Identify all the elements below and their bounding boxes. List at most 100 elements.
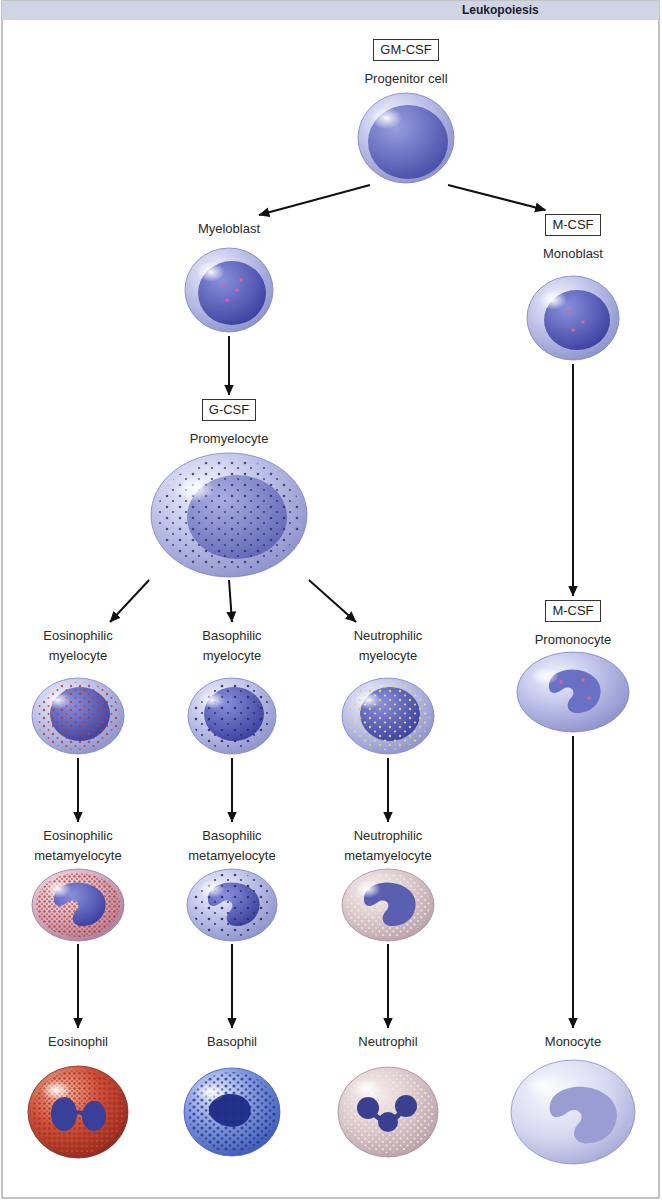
cell-label: Eosinophilic myelocyte bbox=[22, 626, 134, 666]
cell-body bbox=[338, 1067, 438, 1157]
cell-highlight bbox=[45, 880, 71, 898]
cell-highlight bbox=[199, 880, 225, 898]
arrow-connector bbox=[228, 336, 230, 395]
cell-nucleus bbox=[368, 105, 448, 179]
cell-body bbox=[342, 678, 434, 754]
cell-label: Progenitor cell bbox=[364, 69, 447, 89]
cell-stage: Basophil bbox=[168, 1028, 296, 1162]
arrow-connector bbox=[572, 736, 574, 1028]
arrow-connector bbox=[110, 580, 149, 622]
arrow-connector bbox=[77, 944, 79, 1028]
cell-stage: G-CSFPromyelocyte bbox=[144, 395, 314, 580]
cell-highlight bbox=[370, 107, 402, 129]
header-band bbox=[2, 1, 659, 20]
arrow-connector bbox=[231, 944, 233, 1028]
nucleolus bbox=[581, 678, 585, 682]
cell-highlight bbox=[355, 691, 381, 709]
cell-nucleus bbox=[378, 1112, 398, 1132]
cell-label: Neutrophilic myelocyte bbox=[332, 626, 444, 666]
arrow-connector bbox=[448, 185, 546, 210]
cell-stage: Eosinophilic myelocyte bbox=[14, 622, 142, 758]
cell-body bbox=[185, 248, 273, 332]
cell-nucleus bbox=[395, 1095, 417, 1117]
cell-body bbox=[28, 1066, 128, 1158]
cell-highlight bbox=[175, 476, 215, 502]
granules bbox=[36, 682, 120, 750]
cell-body bbox=[151, 453, 307, 577]
nucleolus bbox=[559, 680, 563, 684]
cell-highlight bbox=[351, 1078, 381, 1098]
cell-label: Myeloblast bbox=[198, 219, 260, 239]
cell-stage: M-CSF Monoblast bbox=[518, 210, 628, 364]
cell-label: Promyelocyte bbox=[190, 429, 269, 449]
cell-nucleus bbox=[51, 1097, 77, 1131]
cell-nucleus bbox=[550, 1087, 617, 1144]
cell-body bbox=[188, 678, 276, 754]
arrow-connector bbox=[231, 758, 233, 822]
cell-label: Basophilic metamyelocyte bbox=[176, 826, 288, 866]
nucleolus bbox=[239, 278, 243, 282]
cell-highlight bbox=[195, 1082, 225, 1102]
cell-body bbox=[511, 1060, 635, 1164]
cell-label: Neutrophilic metamyelocyte bbox=[332, 826, 444, 866]
arrow-connector bbox=[309, 580, 356, 622]
growth-factor-box: M-CSF bbox=[545, 214, 600, 236]
cell-label: Basophil bbox=[207, 1032, 257, 1052]
cell-label: Eosinophilic metamyelocyte bbox=[22, 826, 134, 866]
cell-label: Neutrophil bbox=[358, 1032, 417, 1052]
nucleolus bbox=[571, 328, 575, 332]
cell-stage: Basophilic myelocyte bbox=[168, 622, 296, 758]
nucleolus bbox=[235, 288, 239, 292]
cell-stage: Eosinophilic metamyelocyte bbox=[14, 822, 142, 944]
nucleolus bbox=[587, 696, 591, 700]
cell-body bbox=[187, 869, 277, 941]
nucleolus bbox=[567, 310, 571, 314]
cell-body bbox=[358, 93, 454, 183]
cell-nucleus bbox=[82, 1101, 106, 1131]
granules bbox=[188, 1072, 276, 1152]
cell-body bbox=[32, 869, 124, 941]
cell-label: Eosinophil bbox=[48, 1032, 108, 1052]
cell-stage: Neutrophilic myelocyte bbox=[324, 622, 452, 758]
cell-nucleus bbox=[198, 261, 266, 325]
cell-stage: GM-CSF Progenitor cell bbox=[346, 35, 466, 185]
cell-highlight bbox=[45, 691, 71, 709]
cell-highlight bbox=[539, 290, 567, 310]
granules bbox=[157, 459, 301, 571]
nucleolus bbox=[221, 284, 225, 288]
cell-nucleus bbox=[357, 1097, 379, 1119]
granules bbox=[36, 873, 120, 937]
growth-factor-box: M-CSF bbox=[545, 600, 600, 622]
arrow-connector bbox=[259, 185, 370, 215]
growth-factor-box: GM-CSF bbox=[373, 39, 438, 61]
cell-body bbox=[517, 652, 629, 732]
cell-highlight bbox=[199, 691, 225, 709]
cell-body bbox=[32, 678, 124, 754]
arrow-connector bbox=[387, 758, 389, 822]
cell-stage: Myeloblast bbox=[179, 215, 279, 336]
cell-stage: Neutrophil bbox=[324, 1028, 452, 1162]
cell-stage: Neutrophilic metamyelocyte bbox=[324, 822, 452, 944]
cell-highlight bbox=[355, 880, 381, 898]
cell-highlight bbox=[531, 667, 559, 685]
cell-highlight bbox=[41, 1080, 71, 1100]
diagram-title: Leukopoiesis bbox=[462, 2, 539, 18]
cell-stage: M-CSF Promonocyte bbox=[509, 596, 637, 736]
nucleolus bbox=[581, 320, 585, 324]
cell-body bbox=[527, 276, 619, 360]
granules bbox=[342, 1071, 434, 1153]
cell-body bbox=[184, 1068, 280, 1156]
arrow-connector bbox=[387, 944, 389, 1028]
cell-label: Promonocyte bbox=[535, 630, 612, 650]
cell-stage: Basophilic metamyelocyte bbox=[168, 822, 296, 944]
granules bbox=[191, 873, 273, 937]
cell-label: Basophilic myelocyte bbox=[176, 626, 288, 666]
granules bbox=[192, 682, 272, 750]
cell-nucleus bbox=[74, 1112, 84, 1115]
cell-stage: Monocyte bbox=[506, 1028, 640, 1168]
granules bbox=[32, 1070, 124, 1154]
cell-label: Monoblast bbox=[543, 244, 603, 264]
cell-stage: Eosinophil bbox=[14, 1028, 142, 1162]
granules bbox=[346, 682, 430, 750]
